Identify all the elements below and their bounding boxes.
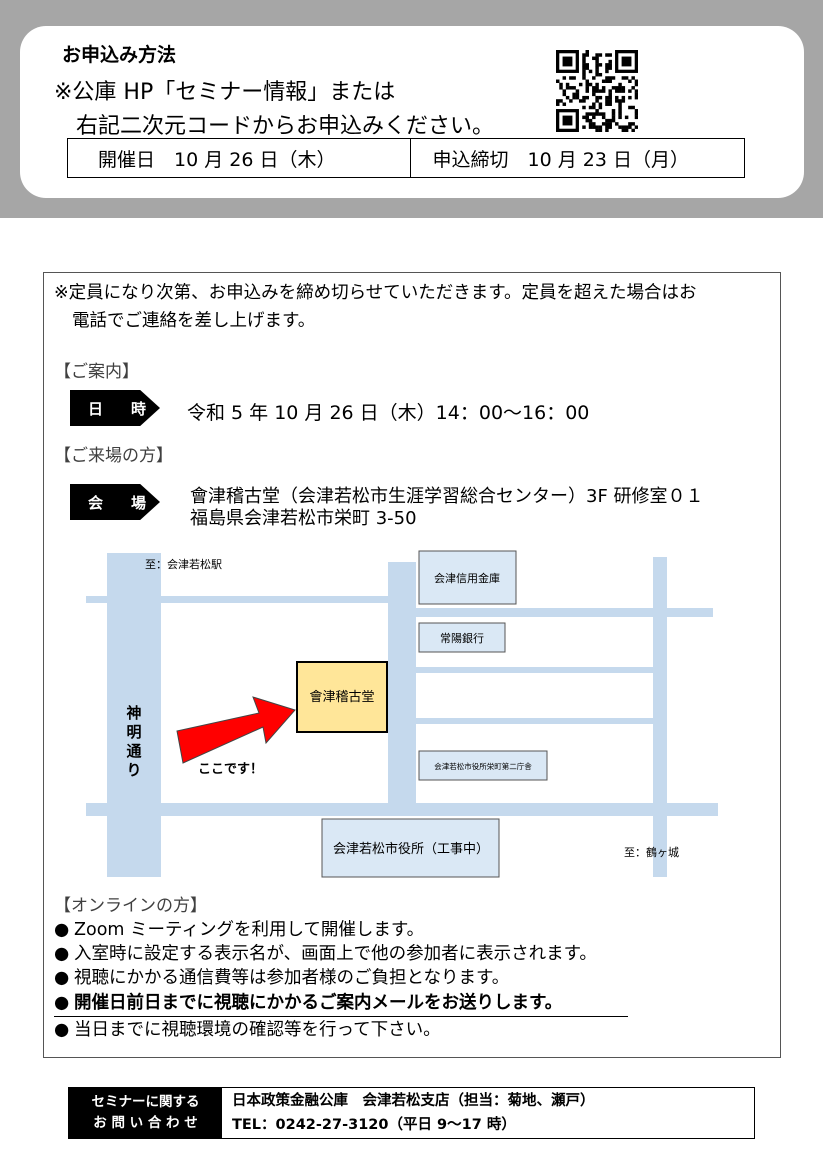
- list-item: ●入室時に設定する表示名が、画面上で他の参加者に表示されます。: [54, 944, 597, 964]
- here-arrow: [176, 696, 296, 764]
- contact-phone[interactable]: TEL：0242-27-3120（平日 9〜17 時）: [232, 1117, 516, 1133]
- road-horizontal-right-3: [416, 718, 653, 724]
- road-horizontal-top: [86, 596, 388, 603]
- capacity-notice-2: 電話でご連絡を差し上げます。: [72, 311, 316, 331]
- list-item-emphasis: ●開催日前日までに視聴にかかるご案内メールをお送りします。: [54, 993, 563, 1013]
- venue-tag: 会場: [70, 484, 160, 520]
- city-hall-label: 会津若松市役所（工事中）: [333, 841, 489, 857]
- bank1-label: 会津信用金庫: [434, 571, 500, 585]
- event-date-cell: 開催日 10 月 26 日（木）: [68, 139, 411, 177]
- qr-code[interactable]: [556, 50, 638, 132]
- deadline-cell: 申込締切 10 月 23 日（月）: [432, 148, 689, 171]
- list-item: ●視聴にかかる通信費等は参加者様のご負担となります。: [54, 968, 510, 988]
- contact-info: 日本政策金融公庫 会津若松支店（担当：菊地、瀬戸） TEL：0242-27-31…: [222, 1088, 595, 1138]
- bank1-building: [418, 550, 517, 605]
- venue-building[interactable]: [296, 661, 388, 733]
- venue-name: 會津稽古堂（会津若松市生涯学習総合センター）3F 研修室０１: [190, 486, 704, 507]
- street-name-label: 神明通り: [126, 704, 141, 779]
- road-vertical-right: [653, 557, 667, 877]
- here-label: ここです！: [198, 762, 263, 777]
- contact-footer: セミナーに関する お 問 い 合 わ せ 日本政策金融公庫 会津若松支店（担当：…: [68, 1087, 755, 1139]
- capacity-notice-1: ※定員になり次第、お申込みを締め切らせていただきます。定員を超えた場合はお: [54, 283, 697, 303]
- contact-organization: 日本政策金融公庫 会津若松支店（担当：菊地、瀬戸）: [232, 1093, 595, 1109]
- details-box: [43, 272, 781, 1058]
- application-instruction-1: ※公庫 HP「セミナー情報」または: [54, 80, 396, 105]
- road-shinmei-dori: [107, 553, 161, 877]
- road-vertical-center: [388, 562, 416, 807]
- list-item: ●当日までに視聴環境の確認等を行って下さい。: [54, 1020, 441, 1040]
- application-card: [20, 26, 804, 198]
- date-tag: 日時: [70, 390, 160, 426]
- bank2-label: 常陽銀行: [440, 631, 484, 645]
- annex-label: 会津若松市役所栄町第二庁舎: [434, 761, 532, 771]
- event-datetime: 令和 5 年 10 月 26 日（木）14：00〜16：00: [187, 402, 590, 424]
- to-station-label: 至：会津若松駅: [145, 557, 222, 571]
- city-hall-building: [321, 818, 500, 878]
- guide-heading: 【ご案内】: [54, 362, 139, 382]
- road-horizontal-right-2: [416, 667, 653, 673]
- venue-building-label: 會津稽古堂: [309, 690, 374, 705]
- online-heading: 【オンラインの方】: [54, 896, 207, 916]
- road-horizontal-right-1: [416, 608, 713, 617]
- annex-building: [418, 750, 548, 781]
- application-instruction-2: 右記二次元コードからお申込みください。: [76, 114, 495, 139]
- list-item: ●Zoom ミーティングを利用して開催します。: [54, 920, 425, 940]
- contact-label: セミナーに関する お 問 い 合 わ せ: [69, 1088, 222, 1138]
- road-main-horizontal: [86, 803, 718, 816]
- venue-heading: 【ご来場の方】: [54, 446, 173, 466]
- venue-address: 福島県会津若松市栄町 3-50: [190, 508, 417, 529]
- emphasis-underline: [54, 1016, 628, 1017]
- bank2-building: [418, 622, 506, 653]
- application-title: お申込み方法: [62, 44, 177, 66]
- schedule-table: 開催日 10 月 26 日（木） 申込締切 10 月 23 日（月）: [67, 138, 745, 178]
- to-castle-label: 至：鶴ヶ城: [624, 845, 679, 859]
